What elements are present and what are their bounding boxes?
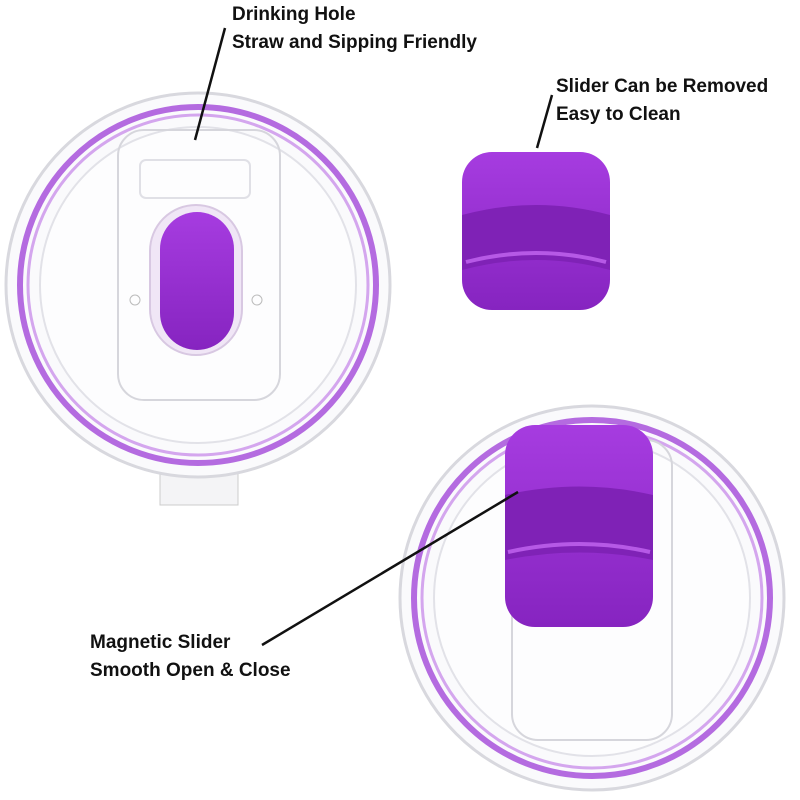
callout-line-slider-removed bbox=[535, 94, 554, 149]
callout-line-drinking-hole bbox=[193, 27, 227, 141]
magnetic-slider-title: Magnetic Slider bbox=[90, 632, 231, 653]
lid-closed bbox=[398, 404, 786, 792]
removable-slider bbox=[462, 152, 610, 310]
lid-open bbox=[4, 91, 392, 506]
magnetic-slider-subtitle: Smooth Open & Close bbox=[90, 660, 291, 681]
slider-removed-title: Slider Can be Removed bbox=[556, 76, 768, 97]
drinking-hole-subtitle: Straw and Sipping Friendly bbox=[232, 32, 477, 53]
drinking-hole-title: Drinking Hole bbox=[232, 4, 356, 25]
callout-line-magnetic-slider bbox=[261, 490, 519, 647]
slider-removed-subtitle: Easy to Clean bbox=[556, 104, 681, 125]
drinking-hole-slider bbox=[160, 212, 234, 350]
